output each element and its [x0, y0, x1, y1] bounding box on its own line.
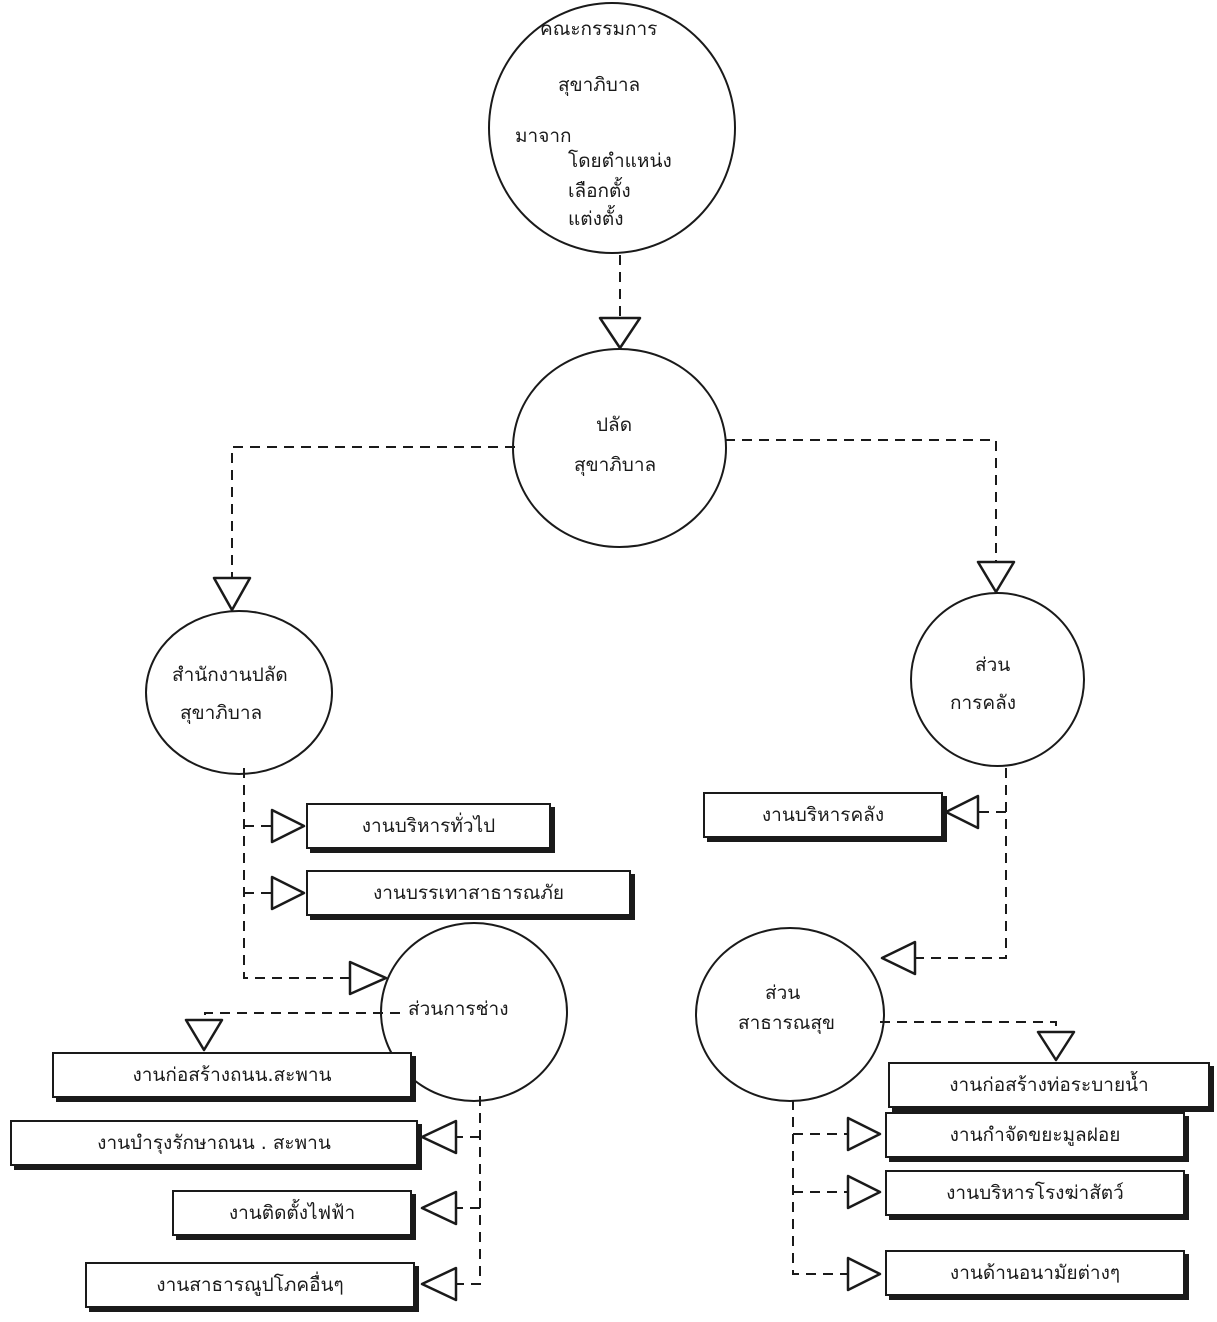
arrow-right-icon [846, 1174, 882, 1210]
committee-title-line1: คณะกรรมการ [540, 18, 658, 40]
committee-source-1: โดยตำแหน่ง [568, 150, 672, 172]
committee-node [488, 2, 736, 254]
arrow-down-icon [212, 576, 252, 612]
health-line1: ส่วน [765, 982, 801, 1004]
task-electric-install: งานติดตั้งไฟฟ้า [172, 1190, 412, 1236]
finance-line1: ส่วน [975, 654, 1011, 676]
task-slaughterhouse: งานบริหารโรงฆ่าสัตว์ [885, 1170, 1185, 1216]
task-road-construction: งานก่อสร้างถนน.สะพาน [52, 1052, 412, 1098]
health-line2: สาธารณสุข [738, 1012, 835, 1034]
task-sanitation: งานด้านอนามัยต่างๆ [885, 1250, 1185, 1296]
chief-line2: สุขาภิบาล [574, 454, 657, 476]
finance-line2: การคลัง [950, 692, 1017, 714]
arrow-down-icon [1036, 1030, 1076, 1062]
arrow-down-icon [598, 316, 642, 350]
finance-node [910, 592, 1085, 767]
task-other-utilities: งานสาธารณูปโภคอื่นๆ [85, 1262, 415, 1308]
chief-node [512, 348, 727, 548]
arrow-right-icon [270, 808, 306, 844]
arrow-right-icon [846, 1256, 882, 1292]
task-disaster-relief: งานบรรเทาสาธารณภัย [306, 870, 631, 916]
health-node [695, 927, 885, 1102]
office-node [145, 610, 333, 775]
arrow-left-icon [420, 1266, 458, 1302]
arrow-left-icon [420, 1190, 458, 1226]
engineering-node [380, 922, 568, 1102]
chief-line1: ปลัด [596, 414, 633, 436]
task-finance-admin: งานบริหารคลัง [703, 792, 943, 838]
arrow-left-icon [880, 940, 917, 976]
arrow-left-icon [944, 794, 980, 830]
committee-source-3: แต่งตั้ง [568, 208, 624, 230]
committee-title-line2: สุขาภิบาล [558, 74, 641, 96]
arrow-right-icon [270, 875, 306, 911]
arrow-down-icon [976, 560, 1016, 594]
task-waste-disposal: งานกำจัดขยะมูลฝอย [885, 1112, 1185, 1158]
committee-from-label: มาจาก [515, 125, 572, 147]
committee-source-2: เลือกตั้ง [568, 180, 631, 202]
task-drainage-construction: งานก่อสร้างท่อระบายน้ำ [888, 1062, 1210, 1108]
arrow-down-icon [184, 1018, 224, 1052]
engineering-title: ส่วนการช่าง [408, 998, 509, 1020]
task-general-admin: งานบริหารทั่วไป [306, 803, 551, 849]
office-line2: สุขาภิบาล [180, 702, 263, 724]
arrow-right-icon [846, 1116, 882, 1152]
arrow-right-icon [348, 960, 388, 996]
task-road-maintenance: งานบำรุงรักษาถนน . สะพาน [10, 1120, 418, 1166]
office-line1: สำนักงานปลัด [172, 664, 288, 686]
arrow-left-icon [420, 1119, 458, 1155]
